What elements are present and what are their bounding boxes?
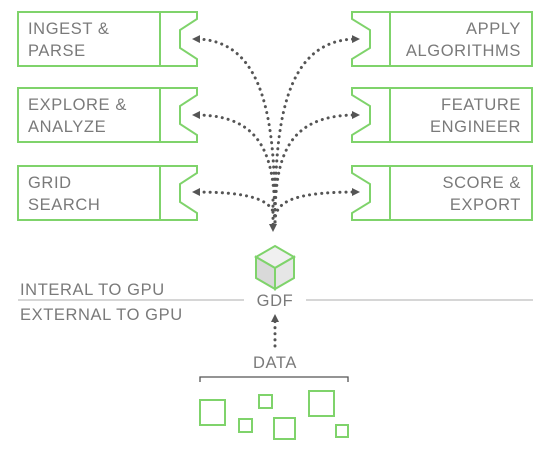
data-square [335, 424, 349, 438]
arrow-gdf-grid [192, 188, 277, 224]
arrow-gdf-ingest [192, 35, 277, 224]
data-label: DATA [253, 354, 297, 372]
stage-label: GRID [28, 174, 72, 192]
external-label: EXTERNAL TO GPU [20, 306, 183, 324]
stage-score-export: SCORE & EXPORT [351, 165, 533, 221]
stage-grid-search: GRID SEARCH [17, 165, 198, 221]
data-bracket [199, 376, 349, 382]
flow-arrows [192, 35, 360, 348]
stage-label: INGEST & [28, 20, 110, 38]
cube-icon [254, 244, 296, 291]
arrow-gdf-explore [192, 111, 277, 224]
stage-ingest-parse: INGEST & PARSE [17, 11, 198, 67]
stage-label: EXPORT [450, 196, 521, 214]
stage-label: ANALYZE [28, 118, 106, 136]
stage-label: APPLY [466, 20, 521, 38]
internal-label: INTERAL TO GPU [20, 281, 165, 299]
data-square [258, 394, 273, 409]
data-square [308, 390, 335, 417]
data-square [199, 399, 226, 426]
stage-feature-engineer: FEATURE ENGINEER [351, 87, 533, 143]
stage-label: ENGINEER [430, 118, 521, 136]
stage-label: EXPLORE & [28, 96, 127, 114]
stage-label: FEATURE [441, 96, 521, 114]
arrow-gdf-feature [273, 111, 360, 224]
stage-label: SCORE & [443, 174, 521, 192]
stage-label: SEARCH [28, 196, 100, 214]
stage-apply-algorithms: APPLY ALGORITHMS [351, 11, 533, 67]
arrow-gdf-score [273, 188, 360, 224]
data-squares [199, 390, 349, 440]
data-square [238, 418, 253, 433]
stage-explore-analyze: EXPLORE & ANALYZE [17, 87, 198, 143]
stage-label: PARSE [28, 42, 86, 60]
data-square [273, 417, 296, 440]
stage-label: ALGORITHMS [406, 42, 521, 60]
gdf-label: GDF [257, 292, 294, 310]
